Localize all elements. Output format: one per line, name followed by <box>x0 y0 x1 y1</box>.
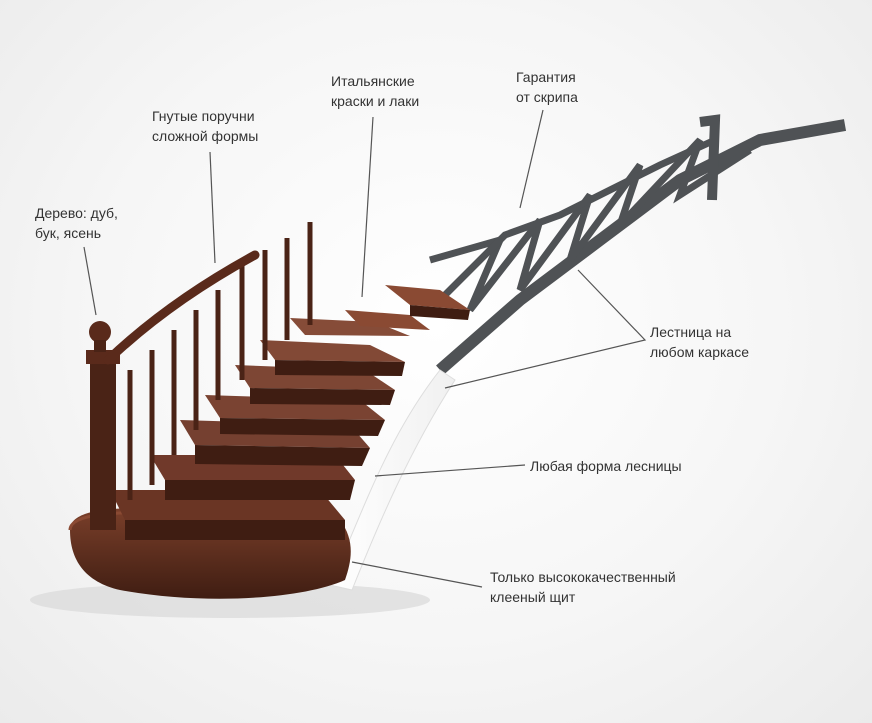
leader-lines <box>83 109 647 588</box>
newel-post <box>86 321 120 530</box>
callout-paints: Итальянские краски и лаки <box>331 73 420 109</box>
callout-frame: Лестница на любом каркасе <box>650 324 749 360</box>
callout-shape: Любая форма лесницы <box>530 458 682 474</box>
handrail <box>103 250 260 365</box>
stringer <box>329 369 456 591</box>
metal-frame <box>429 114 847 375</box>
leader-frame <box>444 269 647 389</box>
callout-handrail: Гнутые поручни сложной формы <box>152 108 259 144</box>
balusters <box>127 222 313 500</box>
leader-panel <box>351 561 483 588</box>
callout-warranty: Гарантия от скрипа <box>516 69 578 105</box>
leader-paints <box>361 116 374 298</box>
leader-shape <box>374 464 526 477</box>
wooden-treads <box>110 285 470 540</box>
callout-panel: Только высококачественный клееный щит <box>490 569 676 605</box>
callout-wood: Дерево: дуб, бук, ясень <box>35 205 118 241</box>
leader-handrail <box>209 151 216 264</box>
leader-warranty <box>519 109 544 209</box>
leader-wood <box>83 246 97 316</box>
